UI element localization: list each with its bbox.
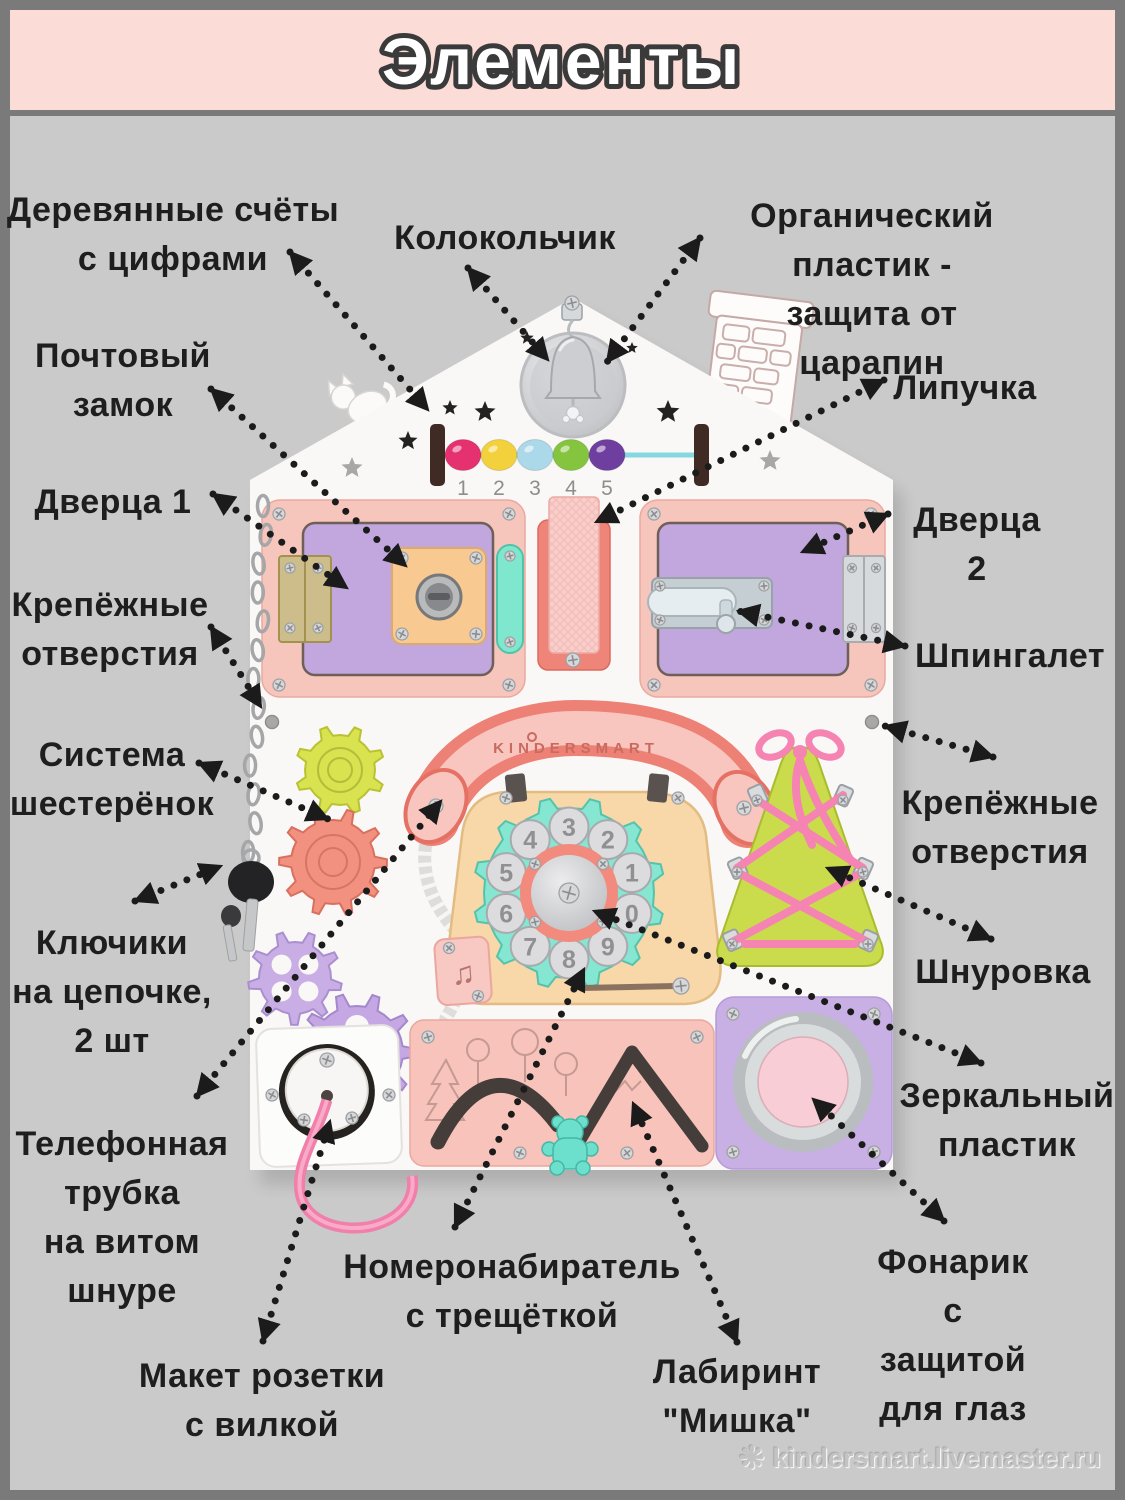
label-door1: Дверца 1 [34, 483, 192, 521]
title-band: Элементы [10, 10, 1115, 110]
watermark-text: kindersmart.livemaster.ru [772, 1443, 1101, 1473]
label-gear-system: Система шестерёнок [9, 736, 215, 823]
label-lacing: Шнуровка [915, 953, 1091, 991]
label-dialer: Номеронабиратель с трещёткой [343, 1248, 681, 1335]
label-mail-lock: Почтовый замок [35, 337, 211, 424]
title-art: Элементы [377, 19, 744, 103]
label-velcro: Липучка [893, 369, 1037, 407]
label-organic-plastic: Органический пластик - защита от царапин [750, 197, 994, 382]
label-keys-chain: Ключики на цепочке, 2 шт [12, 924, 212, 1060]
label-handset: Телефонная трубка на витом шнуре [15, 1125, 229, 1310]
label-door2: Дверца 2 [913, 501, 1041, 588]
label-latch: Шпингалет [915, 637, 1105, 675]
label-abacus: Деревянные счёты с цифрами [6, 191, 340, 278]
page-title: Элементы [382, 24, 742, 98]
label-mount-holes-left: Крепёжные отверстия [11, 586, 209, 673]
snowflake-icon: ❋ [739, 1441, 765, 1475]
label-labyrinth: Лабиринт "Мишка" [652, 1353, 822, 1440]
label-mount-holes-right: Крепёжные отверстия [901, 784, 1099, 871]
label-flashlight: Фонарик с защитой для глаз [877, 1243, 1029, 1428]
label-mirror-plastic: Зеркальный пластик [899, 1077, 1115, 1164]
label-bell: Колокольчик [394, 219, 616, 257]
watermark: ❋ kindersmart.livemaster.ru [739, 1443, 1101, 1474]
label-socket-model: Макет розетки с вилкой [138, 1357, 386, 1444]
